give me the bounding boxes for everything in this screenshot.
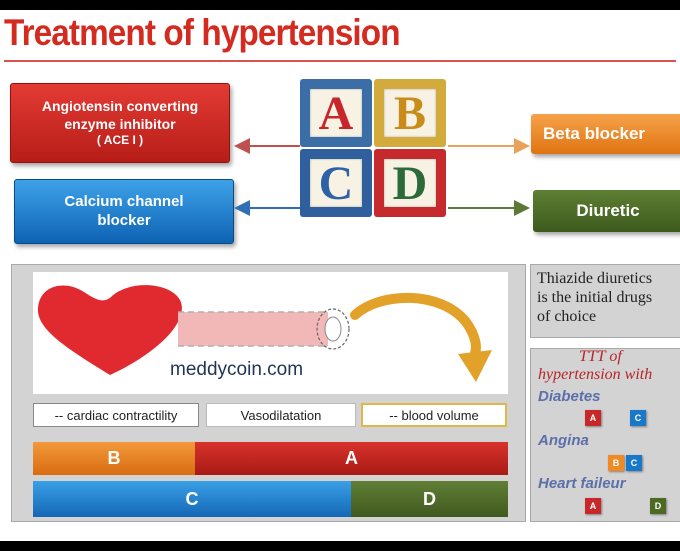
abcd-toy-blocks: A B C D (300, 79, 448, 219)
thiazide-line2: is the initial drugs (537, 289, 653, 307)
condition-heart-failure: Heart faileur (538, 475, 626, 492)
block-b-letter: B (393, 86, 426, 140)
watermark-text: meddycoin.com (170, 359, 304, 380)
title-underline (4, 60, 676, 62)
ttt-heading1: TTT of (579, 348, 622, 365)
diuretic-label: Diuretic (576, 201, 640, 221)
ccb-label-line1: Calcium channel (64, 192, 184, 210)
block-b: B (374, 79, 446, 147)
curved-arrow-icon (350, 292, 481, 361)
beta-blocker-label: Beta blocker (543, 124, 646, 144)
angina-drug-c: C (626, 455, 642, 471)
bar-d-label: D (423, 488, 436, 509)
block-c: C (300, 149, 372, 217)
blood-vessel (178, 312, 328, 346)
bar-d: D (351, 481, 508, 517)
bar-b: B (33, 442, 195, 475)
bar-c: C (33, 481, 351, 517)
angina-drug-b: B (608, 455, 624, 471)
ttt-panel (530, 348, 680, 522)
block-a-letter: A (318, 86, 354, 140)
condition-angina: Angina (538, 432, 589, 449)
diabetes-drug-c: C (630, 410, 646, 426)
ace-inhibitor-box: Angiotensin converting enzyme inhibitor … (10, 83, 230, 163)
thiazide-note: Thiazide diuretics is the initial drugs … (530, 264, 680, 338)
diuretic-box: Diuretic (533, 190, 680, 232)
bar-a: A (195, 442, 508, 475)
ace-label-line3: ( ACE I ) (96, 133, 144, 147)
calcium-channel-blocker-box: Calcium channel blocker (14, 179, 234, 244)
thiazide-line3: of choice (537, 308, 597, 326)
block-d-letter: D (392, 156, 428, 210)
ttt-heading2: hypertension with (538, 366, 653, 383)
block-a: A (300, 79, 372, 147)
vessel-outer-ellipse (316, 308, 350, 350)
bar-b-label: B (107, 448, 121, 468)
block-c-letter: C (318, 156, 354, 210)
bar-a-label: A (345, 448, 358, 468)
heart-icon (37, 285, 182, 375)
heart-failure-drug-d: D (650, 498, 666, 514)
thiazide-line1: Thiazide diuretics (537, 270, 653, 287)
ace-label-line1: Angiotensin converting (41, 98, 199, 114)
condition-diabetes: Diabetes (538, 388, 601, 405)
ccb-label-line2: blocker (97, 211, 151, 229)
curved-arrow-head (458, 350, 492, 382)
heart-failure-drug-a: A (585, 498, 601, 514)
label-cardiac-contractility: -- cardiac contractility (33, 403, 199, 427)
label-vasodilatation: Vasodilatation (206, 403, 356, 427)
bar-c-label: C (185, 488, 199, 509)
beta-blocker-box: Beta blocker (531, 114, 680, 154)
ace-label-line2: enzyme inhibitor (64, 115, 176, 132)
block-d: D (374, 149, 446, 217)
vessel-inner-ellipse (324, 316, 342, 342)
page-title: Treatment of hypertension (4, 12, 401, 53)
label-blood-volume: -- blood volume (361, 403, 507, 427)
diabetes-drug-a: A (585, 410, 601, 426)
